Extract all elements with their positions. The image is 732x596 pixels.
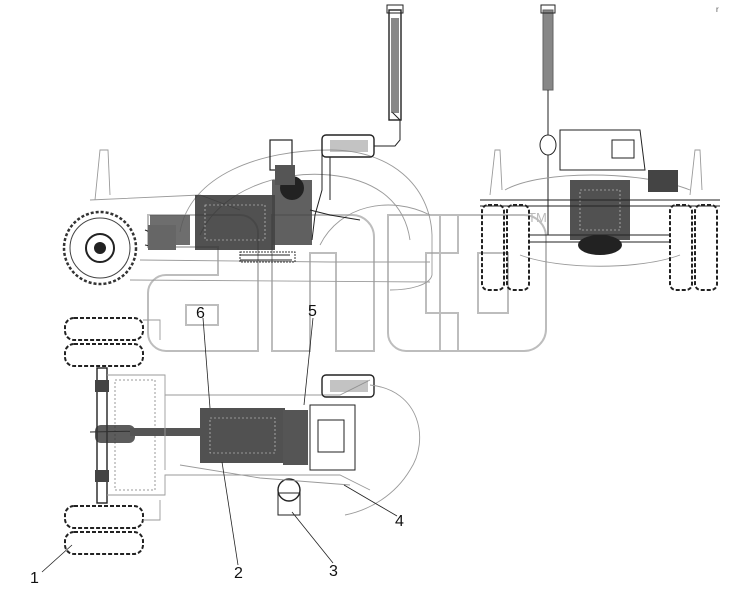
callout-4: 4 — [395, 513, 404, 530]
side-view — [62, 4, 433, 291]
rear-view — [480, 4, 720, 291]
top-view — [64, 317, 421, 555]
leader-lines — [41, 317, 398, 573]
callout-2: 2 — [234, 565, 243, 582]
callout-1: 1 — [30, 570, 39, 587]
corner-mark: r — [716, 5, 719, 14]
watermark-logo — [147, 214, 547, 352]
watermark-tm: TM — [528, 210, 547, 225]
callout-5: 5 — [308, 303, 317, 320]
callout-6: 6 — [196, 305, 205, 322]
callout-3: 3 — [329, 563, 338, 580]
